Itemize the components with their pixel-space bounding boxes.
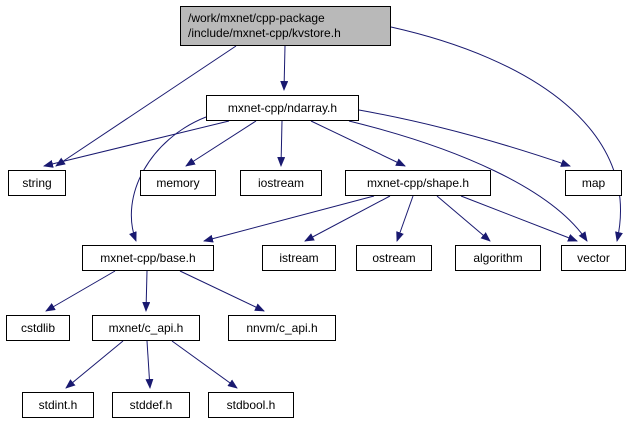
include-edge-shape-to-ostream (396, 195, 414, 242)
graph-node-shape[interactable]: mxnet-cpp/shape.h (345, 170, 491, 196)
include-edge-kvstore-to-vector (390, 26, 623, 242)
graph-node-istream: istream (262, 245, 336, 271)
graph-node-string: string (8, 170, 66, 196)
include-edge-shape-to-istream (304, 195, 391, 242)
root-label-line1: /work/mxnet/cpp-package (188, 11, 325, 25)
include-edge-ndarray-to-string (43, 120, 230, 168)
graph-node-map: map (565, 170, 622, 196)
include-edge-base-to-cstdlib (45, 270, 116, 312)
include-edge-ndarray-to-iostream (277, 120, 286, 167)
include-edge-base-to-nnvm_c_api (179, 270, 265, 312)
graph-node-stdbool: stdbool.h (208, 392, 294, 418)
include-edge-shape-to-vector (460, 195, 578, 242)
graph-node-algorithm: algorithm (455, 245, 541, 271)
include-edge-ndarray-to-memory (185, 120, 257, 167)
graph-node-base[interactable]: mxnet-cpp/base.h (82, 245, 214, 271)
graph-node-cstdlib: cstdlib (6, 315, 70, 341)
include-edge-shape-to-base (203, 195, 375, 243)
include-edge-kvstore-to-string (55, 45, 237, 167)
graph-node-iostream: iostream (240, 170, 322, 196)
graph-node-vector: vector (561, 245, 626, 271)
graph-node-kvstore: /work/mxnet/cpp-package /include/mxnet-c… (180, 6, 391, 46)
root-label-line2: /include/mxnet-cpp/kvstore.h (188, 26, 341, 40)
graph-node-stdint: stdint.h (22, 392, 94, 418)
include-edge-mxnet_c_api-to-stdbool (171, 340, 238, 389)
graph-node-memory: memory (140, 170, 216, 196)
graph-node-nnvm-c-api[interactable]: nnvm/c_api.h (228, 315, 336, 341)
include-edge-kvstore-to-ndarray (280, 45, 289, 91)
include-edge-ndarray-to-map (358, 109, 571, 167)
include-edge-base-to-mxnet_c_api (142, 270, 151, 312)
include-edge-ndarray-to-shape (310, 120, 406, 167)
graph-node-ndarray[interactable]: mxnet-cpp/ndarray.h (206, 95, 359, 121)
include-edge-mxnet_c_api-to-stddef (145, 340, 154, 389)
include-edge-mxnet_c_api-to-stdint (65, 340, 124, 389)
graph-node-mxnet-c-api[interactable]: mxnet/c_api.h (92, 315, 200, 341)
graph-node-ostream: ostream (356, 245, 432, 271)
include-edge-shape-to-algorithm (436, 195, 491, 242)
graph-node-stddef: stddef.h (112, 392, 190, 418)
include-edge-ndarray-to-vector (348, 120, 588, 242)
